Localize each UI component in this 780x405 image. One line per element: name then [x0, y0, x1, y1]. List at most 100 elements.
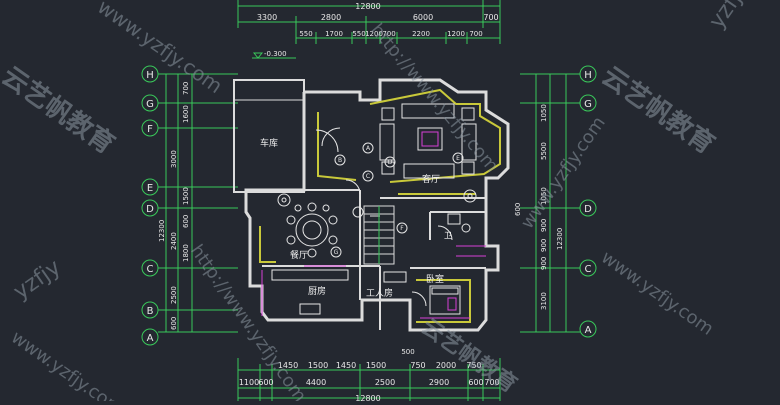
axis-H-left: H — [146, 70, 154, 81]
worker-room: 工人房 — [366, 271, 407, 299]
marker-B: B — [338, 157, 342, 164]
left-axis-labels: H G F E D C B A — [146, 70, 154, 344]
top-sub-7: 1200 — [447, 30, 465, 38]
right-axis-labels: H G D C A — [584, 70, 592, 336]
top-dim-1: 3300 — [257, 13, 277, 22]
bottom-total-label: 12800 — [355, 394, 380, 401]
top-sub-2: 1700 — [325, 30, 343, 38]
top-dimensions — [237, 0, 501, 44]
right-dim-4: 900 — [540, 219, 548, 232]
right-dim-text: 1050 5500 1050 900 900 900 3100 12300 60… — [514, 104, 564, 310]
left-dim-3: 3000 — [170, 150, 178, 168]
watermark-url-br: www.yzfjy.com — [597, 247, 717, 340]
left-dim-7: 1800 — [182, 244, 190, 262]
marker-D: D — [388, 159, 393, 166]
top-sub-1: 550 — [299, 30, 312, 38]
top-dim-2: 2800 — [321, 13, 341, 22]
right-dim-3: 1050 — [540, 187, 548, 205]
right-dim-5: 900 — [540, 239, 548, 252]
bottom-r1-1: 1450 — [278, 361, 298, 370]
top-sub-3: 550 — [352, 30, 365, 38]
watermark-cn-left: 云艺帆教育 — [0, 60, 120, 160]
section-marker-text: A B C D E F G — [334, 145, 460, 256]
axis-D-left: D — [146, 204, 154, 215]
staircase — [363, 205, 395, 265]
axis-G-left: G — [146, 99, 154, 110]
bottom-r2-3: 4400 — [306, 378, 326, 387]
room-label-kitchen: 厨房 — [308, 285, 326, 297]
top-total-label: 12800 — [355, 2, 380, 11]
watermark-url-right: www.yzfjy.com — [517, 113, 610, 233]
room-label-dining: 餐厅 — [290, 249, 308, 261]
room-label-bath: 卫 — [444, 231, 452, 240]
room-label-worker: 工人房 — [366, 287, 393, 299]
left-axis — [141, 65, 238, 346]
left-total: 12300 — [158, 220, 166, 242]
room-label-bedroom: 卧室 — [426, 273, 444, 285]
marker-E: E — [456, 155, 460, 162]
house-walls — [244, 78, 510, 332]
marker-A: A — [366, 145, 371, 152]
magenta-lines — [304, 245, 486, 319]
right-dim-2: 5500 — [540, 142, 548, 160]
top-sub-8: 700 — [469, 30, 482, 38]
top-dim-3: 6000 — [413, 13, 433, 22]
axis-B-left: B — [147, 306, 154, 317]
watermark-url-top: http://www.yzfjy.com — [366, 20, 502, 177]
left-dim-6: 2400 — [170, 232, 178, 250]
right-axis — [520, 65, 597, 338]
inner-walls — [262, 189, 486, 330]
bathroom: 卫 — [444, 213, 471, 240]
bottom-r1-4: 1500 — [366, 361, 386, 370]
level-mark-label: -0.300 — [264, 50, 287, 58]
sofa-left — [379, 123, 395, 161]
right-dim-7: 3100 — [540, 292, 548, 310]
bottom-r1-2: 1500 — [308, 361, 328, 370]
axis-A-right: A — [585, 325, 592, 336]
room-label-living: 客厅 — [422, 173, 440, 185]
watermarks: 云艺帆教育 www.yzfjy.com http://www.yzfjy.com… — [0, 0, 754, 405]
bottom-r1-6: 2000 — [436, 361, 456, 370]
axis-D-right: D — [584, 204, 592, 215]
left-dim-9: 600 — [170, 317, 178, 330]
marker-C: C — [366, 173, 370, 180]
axis-G-right: G — [584, 99, 592, 110]
kitchen: 厨房 — [261, 269, 349, 316]
left-dim-4: 1500 — [182, 187, 190, 205]
bottom-small: 500 — [401, 348, 414, 356]
sofa-bottom — [403, 163, 455, 179]
section-markers — [330, 142, 464, 258]
coffee-table — [417, 127, 443, 151]
bottom-r2-2: 600 — [258, 378, 273, 387]
left-dim-8: 2500 — [170, 286, 178, 304]
axis-F-left: F — [147, 124, 153, 135]
watermark-url-bl: www.yzfjy.com — [7, 327, 127, 401]
marker-G: G — [334, 249, 339, 256]
right-dim-1: 1050 — [540, 104, 548, 122]
right-dim-6: 900 — [540, 257, 548, 270]
marker-F: F — [400, 225, 404, 232]
top-sub-4: 1200 — [365, 30, 383, 38]
axis-C-right: C — [585, 264, 592, 275]
living-room-furniture: 客厅 — [379, 103, 477, 185]
bottom-r2-4: 2500 — [375, 378, 395, 387]
wall-accent — [259, 88, 501, 323]
right-small: 600 — [514, 203, 522, 216]
bottom-r1-7: 750 — [466, 361, 481, 370]
bedroom: 卧室 — [426, 273, 461, 315]
bottom-r2-5: 2900 — [429, 378, 449, 387]
left-dim-5: 600 — [182, 215, 190, 228]
plant-icons — [277, 189, 477, 207]
bottom-dim-text: 500 1450 1500 1450 1500 750 2000 750 110… — [239, 348, 500, 403]
doors — [315, 127, 453, 307]
axis-E-left: E — [147, 183, 153, 194]
bottom-r1-3: 1450 — [336, 361, 356, 370]
top-sub-5: 700 — [382, 30, 395, 38]
level-mark: -0.300 — [252, 50, 296, 59]
top-sub-6: 2200 — [412, 30, 430, 38]
watermark-short-bl: yzfjy — [9, 255, 65, 305]
left-dim-2: 1600 — [182, 105, 190, 123]
bottom-r2-6: 600 — [468, 378, 483, 387]
